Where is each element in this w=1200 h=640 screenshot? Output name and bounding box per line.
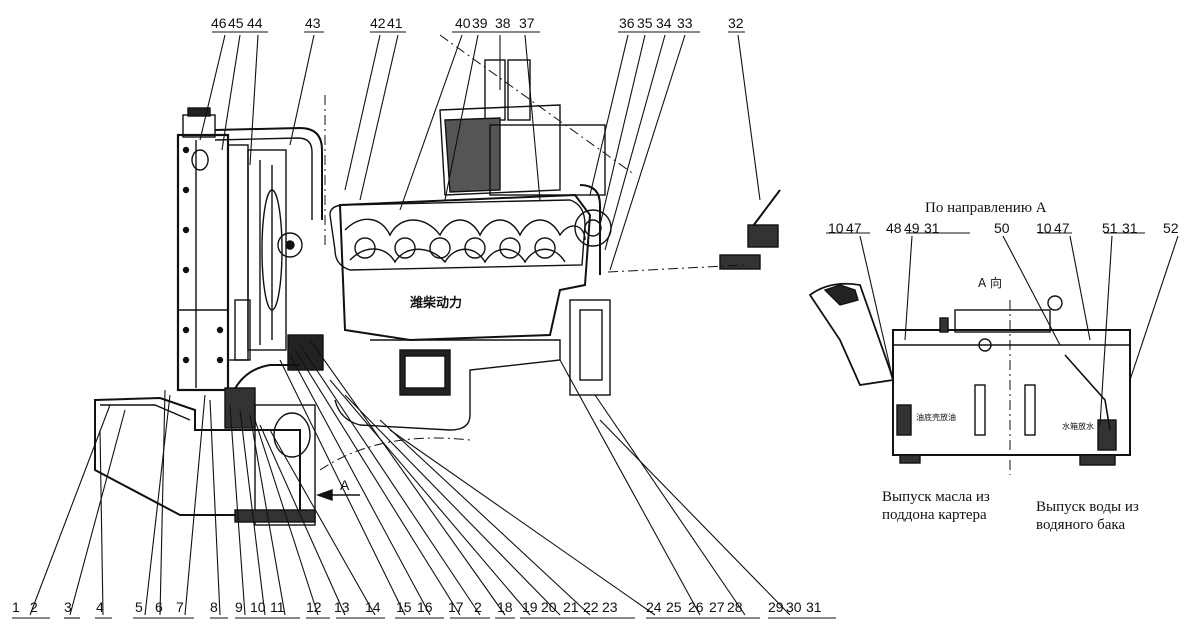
top-leaders bbox=[199, 31, 761, 271]
bottom-callout-17: 2 bbox=[474, 599, 482, 615]
view-a-callout-4: 31 bbox=[924, 220, 940, 236]
bottom-callout-28: 28 bbox=[727, 599, 743, 615]
bottom-callout-23: 23 bbox=[602, 599, 618, 615]
direction-mark: A bbox=[340, 477, 350, 493]
view-a-callout-7: 47 bbox=[1054, 220, 1070, 236]
view-a bbox=[808, 232, 1179, 475]
view-a-callout-9: 31 bbox=[1122, 220, 1138, 236]
view-a-callout-10: 52 bbox=[1163, 220, 1179, 236]
bottom-callout-4: 5 bbox=[135, 599, 143, 615]
top-callout-10: 36 bbox=[619, 15, 635, 31]
bottom-callout-18: 18 bbox=[497, 599, 513, 615]
view-a-callout-5: 50 bbox=[994, 220, 1010, 236]
engine-block bbox=[229, 193, 611, 431]
top-callout-5: 41 bbox=[387, 15, 403, 31]
bottom-callout-14: 15 bbox=[396, 599, 412, 615]
bottom-callout-27: 27 bbox=[709, 599, 725, 615]
bottom-callout-13: 14 bbox=[365, 599, 381, 615]
bottom-callout-31: 31 bbox=[806, 599, 822, 615]
bottom-callout-22: 22 bbox=[583, 599, 599, 615]
oil-drain-caption: Выпуск масла из поддона картера bbox=[882, 489, 990, 523]
bottom-callout-11: 12 bbox=[306, 599, 322, 615]
top-callout-13: 33 bbox=[677, 15, 693, 31]
radiator bbox=[176, 107, 251, 392]
bottom-callout-1: 2 bbox=[30, 599, 38, 615]
bottom-callout-25: 25 bbox=[666, 599, 682, 615]
top-callout-8: 38 bbox=[495, 15, 511, 31]
main-engine-view bbox=[94, 34, 781, 526]
view-a-title: По направлению А bbox=[925, 200, 1047, 216]
bottom-callout-7: 8 bbox=[210, 599, 218, 615]
top-callout-6: 40 bbox=[455, 15, 471, 31]
bottom-callout-21: 21 bbox=[563, 599, 579, 615]
view-a-callout-6: 10 bbox=[1036, 220, 1052, 236]
bottom-callout-29: 29 bbox=[768, 599, 784, 615]
bottom-callout-6: 7 bbox=[176, 599, 184, 615]
view-a-callout-3: 49 bbox=[904, 220, 920, 236]
bottom-callout-0: 1 bbox=[12, 599, 20, 615]
top-callout-11: 35 bbox=[637, 15, 653, 31]
bottom-callout-2: 3 bbox=[64, 599, 72, 615]
view-a-callout-1: 47 bbox=[846, 220, 862, 236]
top-callout-12: 34 bbox=[656, 15, 672, 31]
top-callout-7: 39 bbox=[472, 15, 488, 31]
bottom-callout-12: 13 bbox=[334, 599, 350, 615]
bottom-leaders bbox=[12, 339, 836, 619]
bottom-callout-26: 26 bbox=[688, 599, 704, 615]
exhaust-and-air bbox=[439, 59, 612, 275]
bottom-callout-16: 17 bbox=[448, 599, 464, 615]
bottom-callout-20: 20 bbox=[541, 599, 557, 615]
view-a-callout-0: 10 bbox=[828, 220, 844, 236]
bottom-callout-9: 10 bbox=[250, 599, 266, 615]
bottom-callout-3: 4 bbox=[96, 599, 104, 615]
top-callout-4: 42 bbox=[370, 15, 386, 31]
water-drain-label: 水箱放水 bbox=[1062, 422, 1094, 431]
view-a-chinese-label: A 向 bbox=[978, 276, 1003, 290]
view-a-callout-8: 51 bbox=[1102, 220, 1118, 236]
bottom-callout-8: 9 bbox=[235, 599, 243, 615]
water-drain-caption: Выпуск воды из водяного бака bbox=[1036, 499, 1139, 533]
view-a-callout-2: 48 bbox=[886, 220, 902, 236]
fan-assembly bbox=[247, 149, 303, 351]
bottom-callout-24: 24 bbox=[646, 599, 662, 615]
bottom-callout-10: 11 bbox=[270, 599, 285, 615]
top-callout-3: 43 bbox=[305, 15, 321, 31]
top-callout-1: 45 bbox=[228, 15, 244, 31]
engine-brand-label: 潍柴动力 bbox=[410, 296, 463, 311]
throttle-lever bbox=[719, 189, 781, 270]
top-callout-2: 44 bbox=[247, 15, 263, 31]
oil-drain-label: 油底壳放油 bbox=[916, 413, 956, 422]
upper-hose bbox=[214, 126, 323, 220]
top-callout-9: 37 bbox=[519, 15, 535, 31]
bottom-callout-19: 19 bbox=[522, 599, 538, 615]
bottom-callout-30: 30 bbox=[786, 599, 802, 615]
bottom-callout-15: 16 bbox=[417, 599, 433, 615]
top-callout-14: 32 bbox=[728, 15, 744, 31]
top-callout-0: 46 bbox=[211, 15, 227, 31]
bottom-callout-5: 6 bbox=[155, 599, 163, 615]
